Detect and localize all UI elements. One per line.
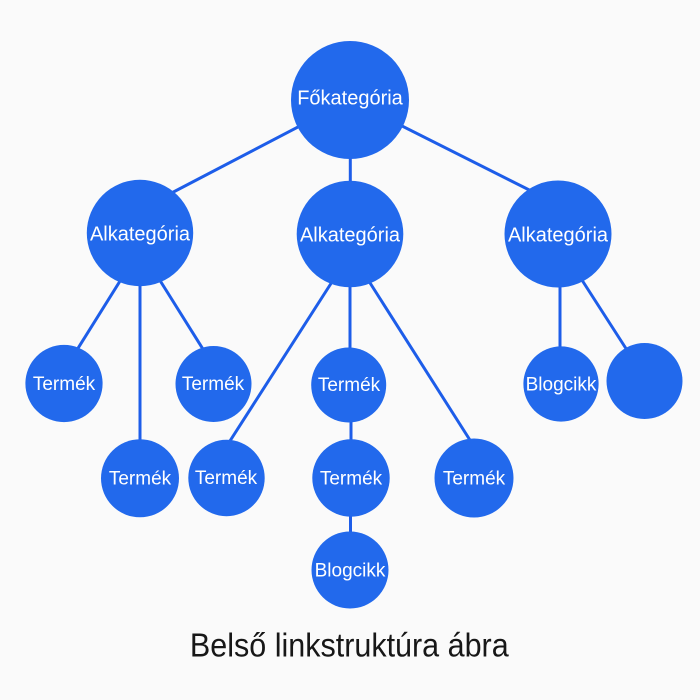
svg-text:Főkategória: Főkategória xyxy=(297,88,403,110)
svg-text:Termék: Termék xyxy=(182,374,245,395)
svg-text:Termék: Termék xyxy=(33,374,96,395)
svg-text:Blogcikk: Blogcikk xyxy=(526,375,597,396)
svg-text:Belső linkstruktúra ábra: Belső linkstruktúra ábra xyxy=(190,626,509,663)
svg-text:Termék: Termék xyxy=(443,468,506,489)
svg-text:Alkategória: Alkategória xyxy=(508,224,609,246)
svg-text:Alkategória: Alkategória xyxy=(300,224,401,246)
svg-text:Termék: Termék xyxy=(195,468,258,489)
svg-text:Blogcikk: Blogcikk xyxy=(315,561,386,582)
svg-text:Alkategória: Alkategória xyxy=(90,223,191,245)
svg-text:Termék: Termék xyxy=(318,375,381,396)
svg-text:Termék: Termék xyxy=(109,469,172,490)
svg-text:Termék: Termék xyxy=(320,468,383,489)
